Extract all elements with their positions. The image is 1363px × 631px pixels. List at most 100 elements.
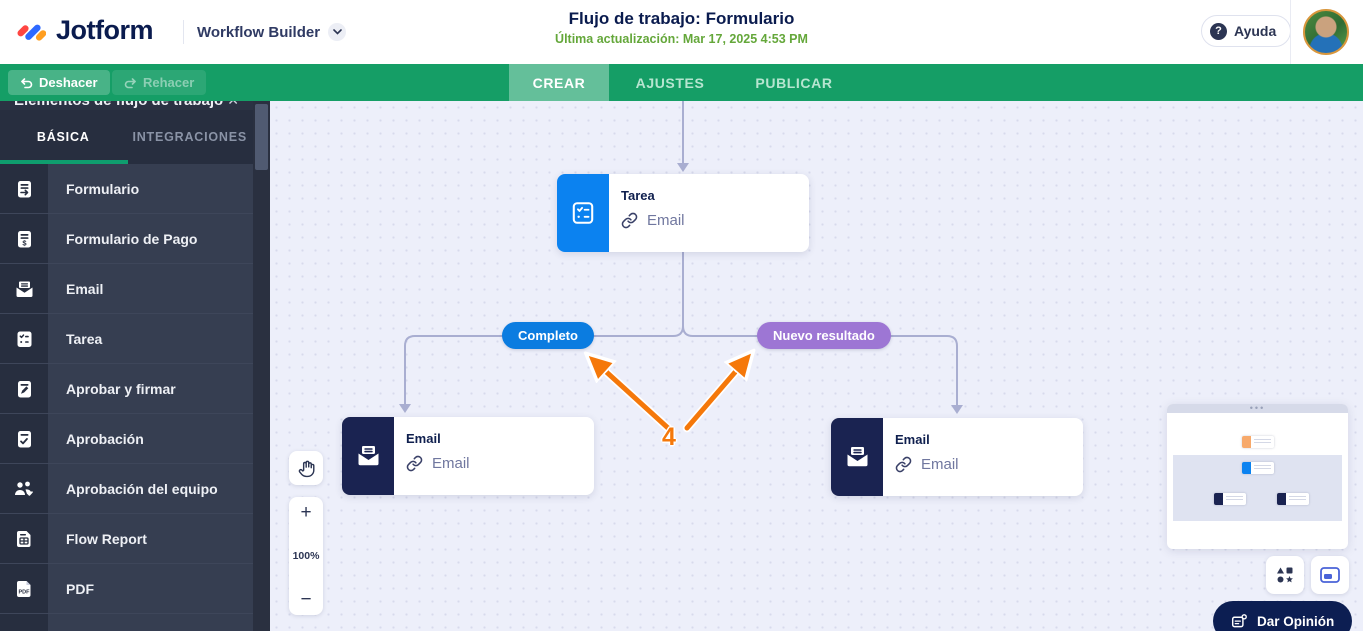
zoom-controls: + 100% −: [289, 497, 323, 615]
tab-ajustes[interactable]: AJUSTES: [635, 74, 705, 91]
zoom-level: 100%: [292, 550, 320, 562]
svg-text:$: $: [22, 238, 27, 247]
redo-label: Rehacer: [143, 75, 195, 90]
node-title: Email: [406, 431, 441, 446]
app-name: Workflow Builder: [197, 23, 321, 41]
zoom-out-button[interactable]: −: [300, 589, 312, 610]
sidebar-item-label: PDF: [48, 564, 253, 613]
minimap-titlebar: •••: [1167, 404, 1348, 413]
svg-text:PDF: PDF: [19, 589, 31, 595]
elements-panel-button[interactable]: [1266, 556, 1304, 594]
zoom-in-button[interactable]: +: [300, 502, 312, 523]
tab-crear[interactable]: CREAR: [509, 64, 609, 101]
sidebar-item-aprobacion[interactable]: Aprobación: [0, 414, 253, 464]
task-icon: [557, 174, 609, 252]
linked-form-label: Email: [921, 456, 959, 473]
undo-label: Deshacer: [39, 75, 98, 90]
approval-icon: [18, 430, 31, 447]
linked-form-label: Email: [432, 455, 470, 472]
sidebar-scrollbar: [253, 64, 270, 631]
feedback-label: Dar Opinión: [1257, 613, 1335, 629]
linked-form-label: Email: [647, 212, 685, 229]
help-label: Ayuda: [1234, 23, 1277, 39]
minimap-node-email-left: [1214, 493, 1246, 505]
sidebar-item-label: Flow Report: [48, 514, 253, 563]
minimap-node-email-right: [1277, 493, 1309, 505]
jotform-logo-icon: [17, 24, 46, 41]
sidebar-item-label: Formulario: [48, 164, 253, 213]
sidebar-items: Formulario $ Formulario de Pago: [0, 164, 253, 631]
sidebar-item-label: Tarea: [48, 314, 253, 363]
hand-icon: [298, 460, 314, 477]
sidebar-item-pdf[interactable]: PDF PDF: [0, 564, 253, 614]
node-title: Tarea: [621, 188, 655, 203]
link-icon: [406, 455, 423, 472]
node-email-left[interactable]: Email Email: [342, 417, 594, 495]
link-icon: [895, 456, 912, 473]
pdf-icon: PDF: [17, 580, 31, 597]
link-icon: [621, 212, 638, 229]
scrollbar-thumb[interactable]: [255, 104, 268, 170]
feedback-button[interactable]: Dar Opinión: [1213, 601, 1353, 631]
tab-basica[interactable]: BÁSICA: [0, 110, 128, 164]
annotation-number: 4: [662, 423, 676, 451]
sidebar-item-flow-report[interactable]: Flow Report: [0, 514, 253, 564]
sidebar-item-email[interactable]: Email: [0, 264, 253, 314]
header-divider-2: [1290, 0, 1291, 64]
email-icon: [831, 418, 883, 496]
minimap-node-form: [1242, 436, 1274, 448]
task-icon: [17, 331, 32, 347]
node-email-right[interactable]: Email Email: [831, 418, 1083, 496]
branch-badge-nuevo-resultado[interactable]: Nuevo resultado: [757, 322, 891, 349]
elements-sidebar: Elementos de flujo de trabajo ✕ BÁSICA I…: [0, 64, 270, 631]
feedback-icon: [1231, 613, 1247, 627]
email-icon: [16, 281, 32, 297]
sidebar-item-label: Formulario de Pago: [48, 214, 253, 263]
builder-tabs: CREAR AJUSTES PUBLICAR: [509, 64, 851, 101]
sidebar-item-aprobacion-del-equipo[interactable]: Aprobación del equipo: [0, 464, 253, 514]
sidebar-tabs: BÁSICA INTEGRACIONES: [0, 110, 253, 164]
chevron-down-icon: [328, 23, 347, 41]
minimap-node-tarea: [1242, 462, 1274, 474]
user-avatar[interactable]: [1303, 9, 1349, 55]
tab-integraciones[interactable]: INTEGRACIONES: [132, 130, 248, 144]
app-switcher[interactable]: Workflow Builder: [197, 0, 347, 64]
sidebar-item-label: Aprobar y firmar: [48, 364, 253, 413]
sidebar-item-formulario-de-pago[interactable]: $ Formulario de Pago: [0, 214, 253, 264]
header-divider: [183, 20, 184, 44]
node-title: Email: [895, 432, 930, 447]
minimap-frame-icon: [1320, 567, 1340, 583]
minimap[interactable]: •••: [1167, 404, 1348, 549]
undo-button[interactable]: Deshacer: [8, 70, 110, 95]
sidebar-item-formulario[interactable]: Formulario: [0, 164, 253, 214]
branch-badge-completo[interactable]: Completo: [502, 322, 594, 349]
payment-form-icon: $: [18, 230, 31, 247]
sidebar-item-label: [48, 614, 253, 631]
sign-icon: [18, 380, 31, 397]
minimap-toggle-button[interactable]: [1311, 556, 1349, 594]
redo-icon: [124, 77, 136, 88]
connection-lines: [399, 101, 963, 433]
undo-icon: [21, 77, 33, 88]
sidebar-item-label: Aprobación: [48, 414, 253, 463]
jotform-logo[interactable]: Jotform: [16, 15, 154, 46]
sidebar-item-aprobar-y-firmar[interactable]: Aprobar y firmar: [0, 364, 253, 414]
form-icon: [18, 180, 31, 197]
question-icon: ?: [1210, 22, 1227, 40]
help-button[interactable]: ? Ayuda: [1201, 15, 1292, 47]
sidebar-item-label: Aprobación del equipo: [48, 464, 253, 513]
logo-text: Jotform: [56, 15, 154, 45]
pan-tool-button[interactable]: [289, 451, 323, 485]
builder-toolbar: Deshacer Rehacer CREAR AJUSTES PUBLICAR: [0, 64, 1363, 101]
top-header: Jotform Workflow Builder Flujo de trabaj…: [0, 0, 1363, 64]
workflow-canvas[interactable]: Tarea Email Completo Nuevo resultado 4: [270, 101, 1363, 631]
email-icon: [342, 417, 394, 495]
team-approval-icon: [15, 481, 33, 496]
shapes-icon: [1277, 567, 1293, 583]
sidebar-item-partial[interactable]: [0, 614, 253, 631]
tab-publicar[interactable]: PUBLICAR: [755, 74, 833, 91]
node-tarea[interactable]: Tarea Email: [557, 174, 809, 252]
sidebar-item-tarea[interactable]: Tarea: [0, 314, 253, 364]
redo-button[interactable]: Rehacer: [112, 70, 207, 95]
